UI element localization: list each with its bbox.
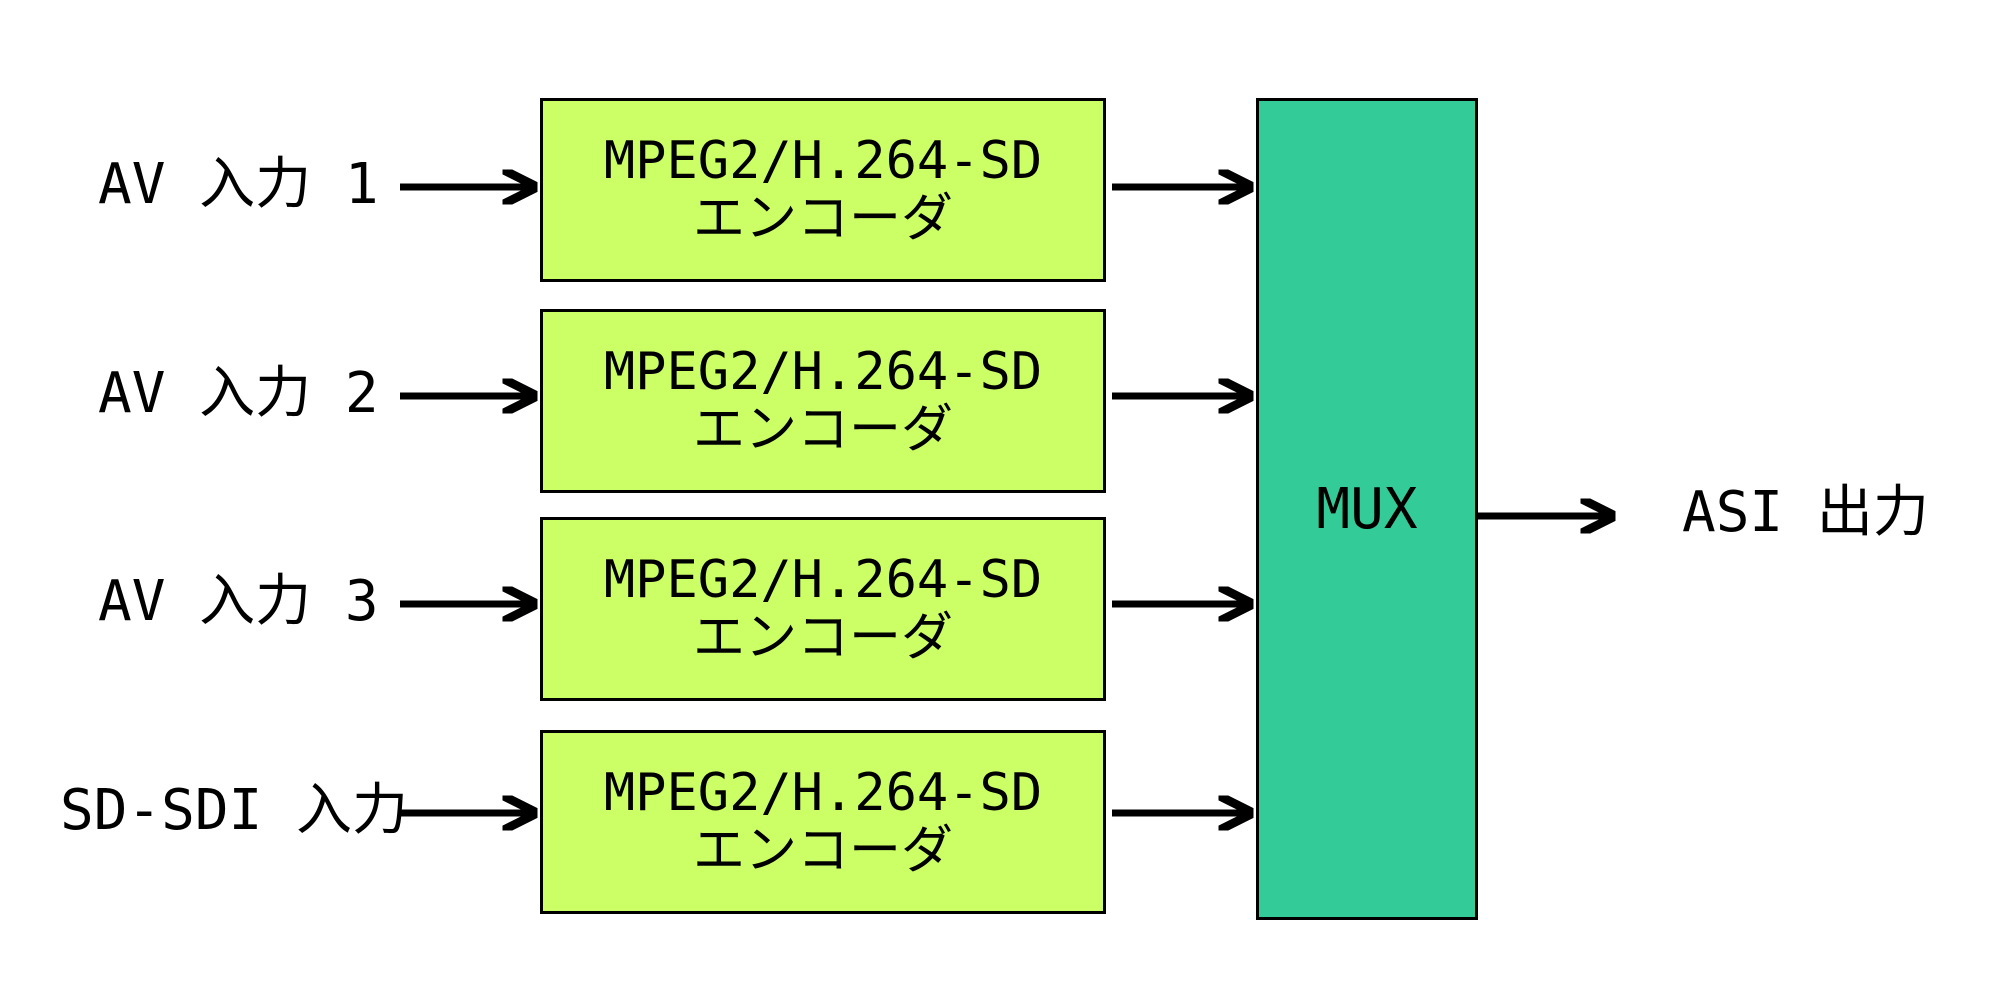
input-label-sd-sdi: SD-SDI 入力 <box>60 778 409 843</box>
input-label-av-1: AV 入力 1 <box>98 152 379 217</box>
encoder-block-1: MPEG2/H.264-SD エンコーダ <box>540 98 1106 282</box>
mux-block: MUX <box>1256 98 1478 920</box>
encoder-2-type-label: エンコーダ <box>692 400 953 460</box>
encoder-block-4: MPEG2/H.264-SD エンコーダ <box>540 730 1106 914</box>
output-label-asi: ASI 出力 <box>1682 480 1929 545</box>
input-label-av-3: AV 入力 3 <box>98 569 379 634</box>
encoder-block-2: MPEG2/H.264-SD エンコーダ <box>540 309 1106 493</box>
encoder-3-type-label: エンコーダ <box>692 608 953 668</box>
encoder-block-3: MPEG2/H.264-SD エンコーダ <box>540 517 1106 701</box>
input-label-av-2: AV 入力 2 <box>98 361 379 426</box>
encoder-2-codec-label: MPEG2/H.264-SD <box>603 342 1043 402</box>
mux-label: MUX <box>1316 476 1418 542</box>
encoder-4-codec-label: MPEG2/H.264-SD <box>603 763 1043 823</box>
encoder-4-type-label: エンコーダ <box>692 821 953 881</box>
encoder-3-codec-label: MPEG2/H.264-SD <box>603 550 1043 610</box>
encoder-1-codec-label: MPEG2/H.264-SD <box>603 131 1043 191</box>
encoder-1-type-label: エンコーダ <box>692 189 953 249</box>
